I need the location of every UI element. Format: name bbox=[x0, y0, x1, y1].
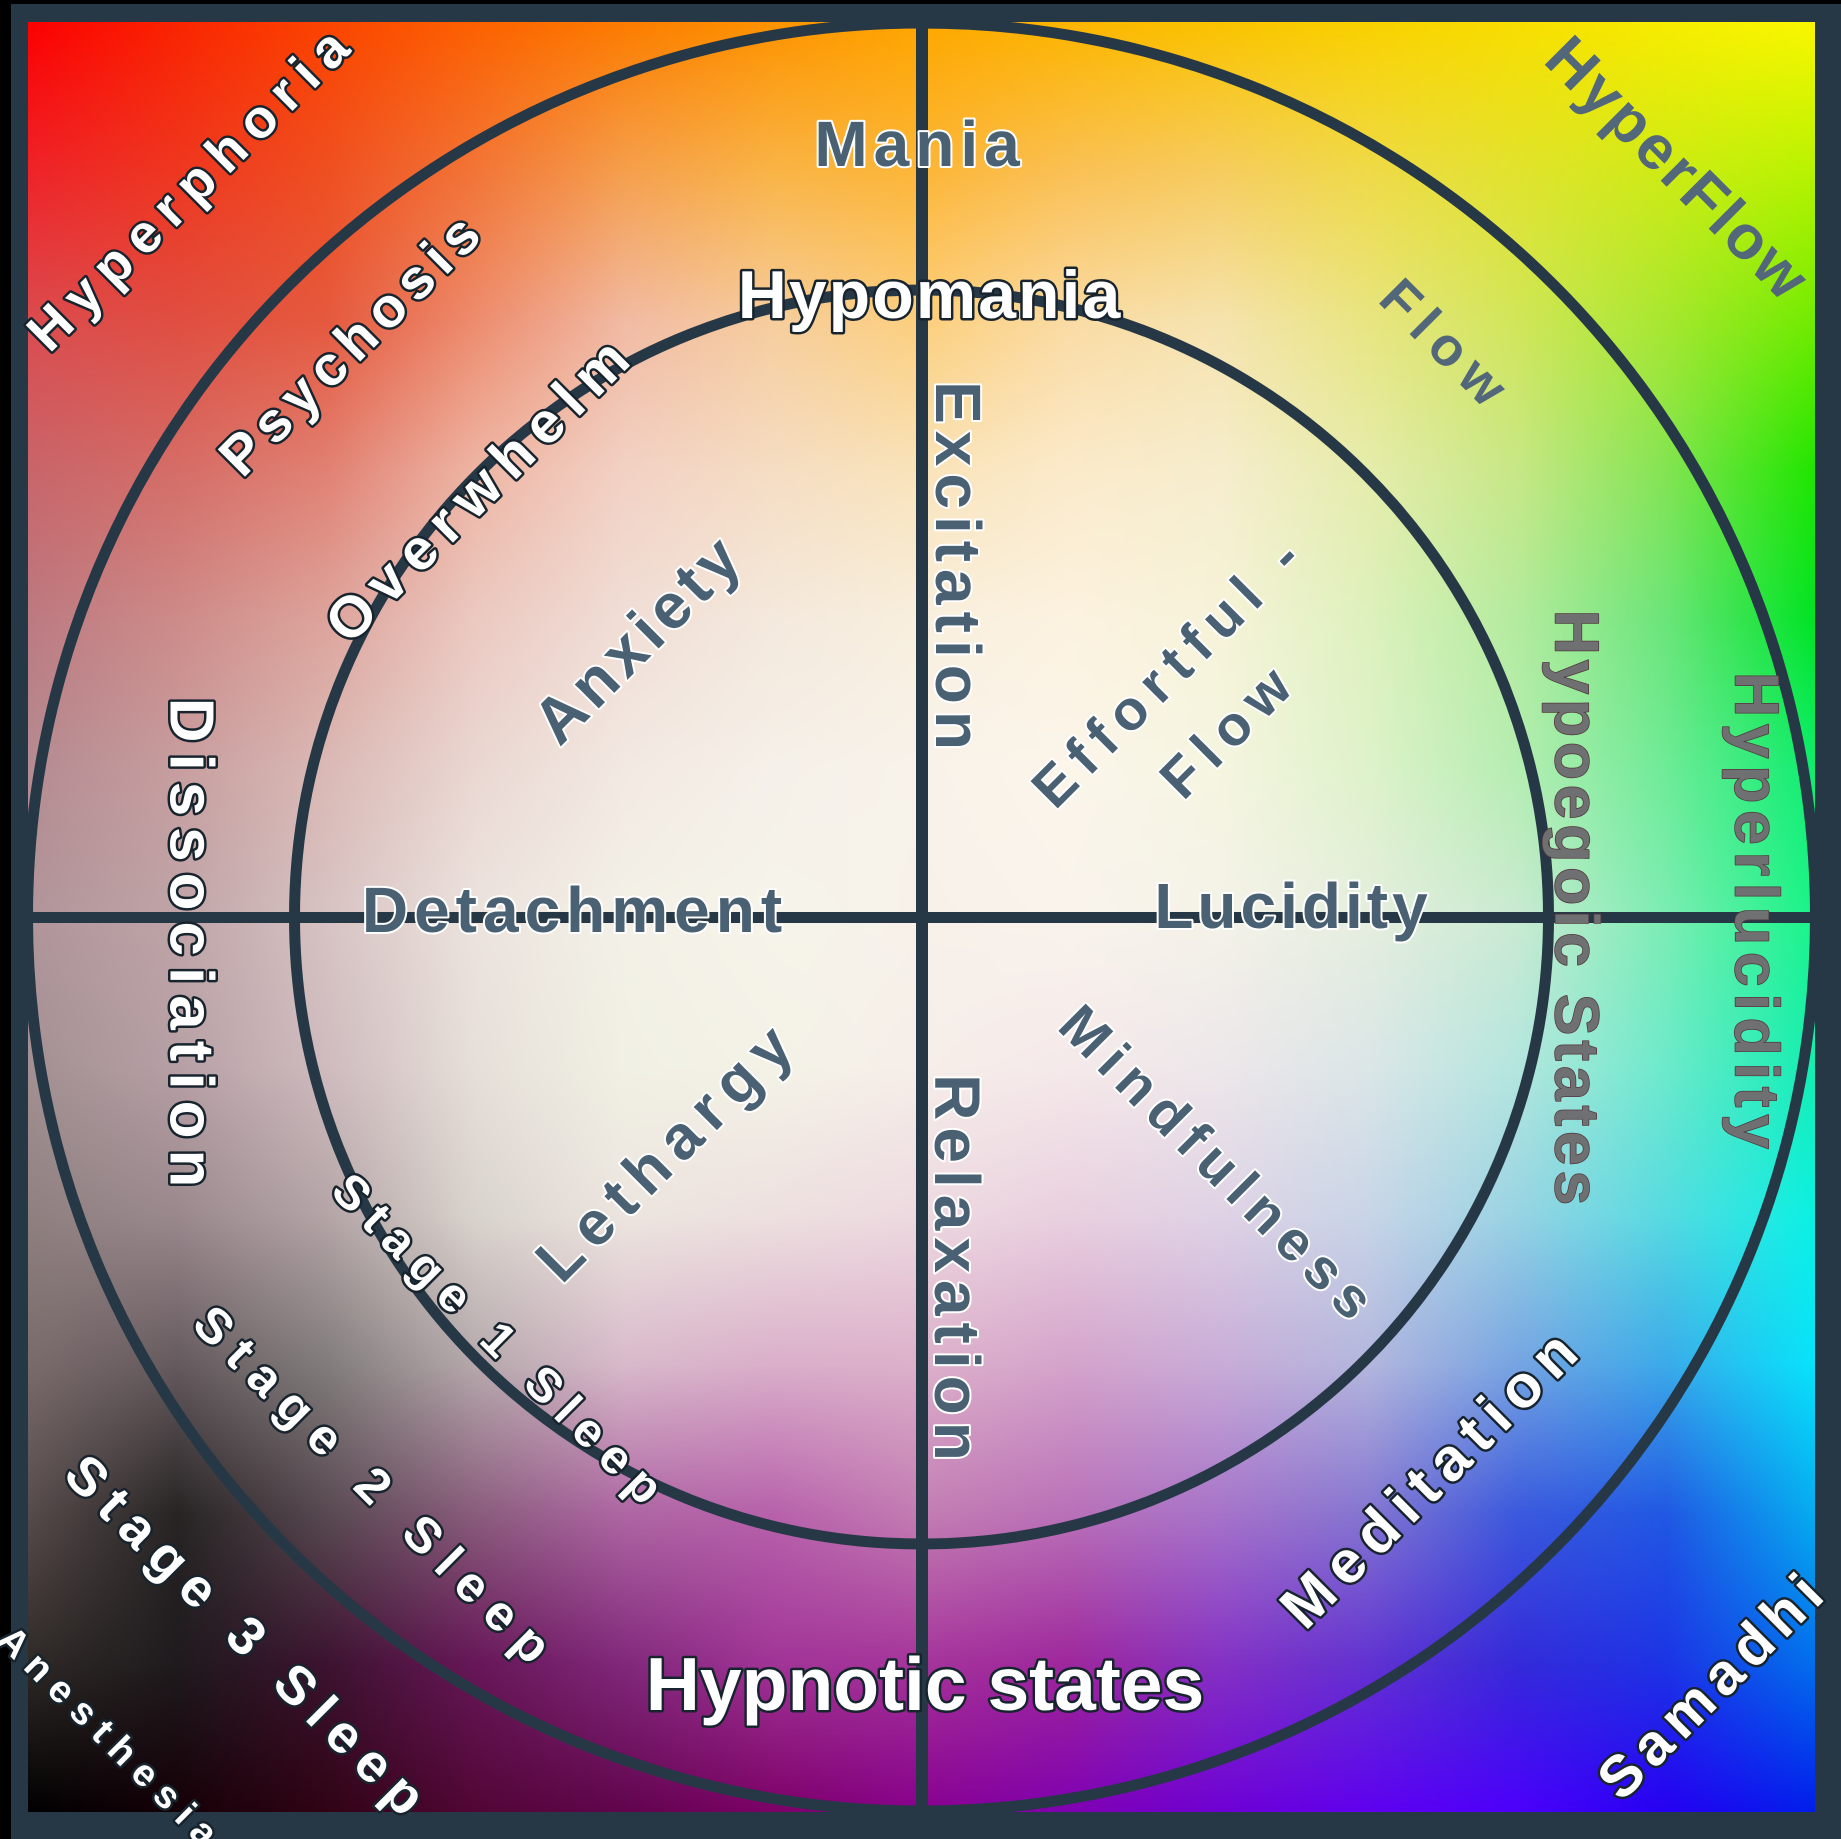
svg-text:Samadhi: Samadhi bbox=[1585, 1556, 1841, 1813]
svg-text:Relaxation: Relaxation bbox=[921, 1074, 993, 1468]
svg-text:Lethargy: Lethargy bbox=[523, 1005, 814, 1296]
svg-text:Anesthesia: Anesthesia bbox=[0, 1618, 233, 1839]
svg-text:Mania: Mania bbox=[814, 108, 1025, 180]
svg-text:Lucidity: Lucidity bbox=[1154, 870, 1431, 942]
svg-text:Hypoegoic States: Hypoegoic States bbox=[1542, 610, 1611, 1210]
svg-text:Hypomania: Hypomania bbox=[738, 257, 1123, 333]
svg-text:Psychosis: Psychosis bbox=[206, 196, 497, 487]
svg-text:Excitation: Excitation bbox=[922, 381, 994, 757]
svg-text:Hyperphoria: Hyperphoria bbox=[16, 10, 369, 363]
svg-text:Anxiety: Anxiety bbox=[518, 518, 757, 757]
svg-text:Mindfulness: Mindfulness bbox=[1047, 992, 1393, 1338]
svg-text:HyperFlow: HyperFlow bbox=[1532, 23, 1824, 315]
svg-text:Dissociation: Dissociation bbox=[157, 698, 226, 1199]
svg-text:Hypnotic states: Hypnotic states bbox=[646, 1642, 1204, 1726]
svg-text:Flow: Flow bbox=[1368, 267, 1526, 425]
svg-text:Detachment: Detachment bbox=[362, 874, 788, 946]
svg-text:Hyperlucidity: Hyperlucidity bbox=[1722, 672, 1791, 1156]
svg-text:Meditation: Meditation bbox=[1267, 1311, 1597, 1641]
